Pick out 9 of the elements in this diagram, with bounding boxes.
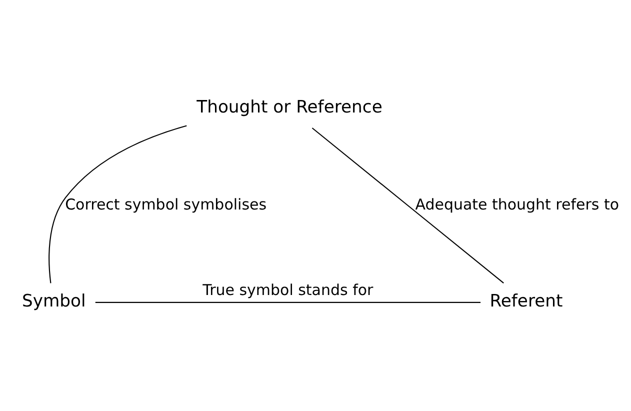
edge-label: True symbol stands for [202,281,374,300]
node-text: Referent [490,292,563,312]
edge-label: Adequate thought refers to [415,195,620,214]
connector [312,128,504,284]
edge-label: Correct symbol symbolises [65,195,267,214]
node-text: Thought or Reference [196,98,382,118]
connector [95,302,481,303]
connector [48,125,187,284]
node-text: Symbol [22,292,86,312]
